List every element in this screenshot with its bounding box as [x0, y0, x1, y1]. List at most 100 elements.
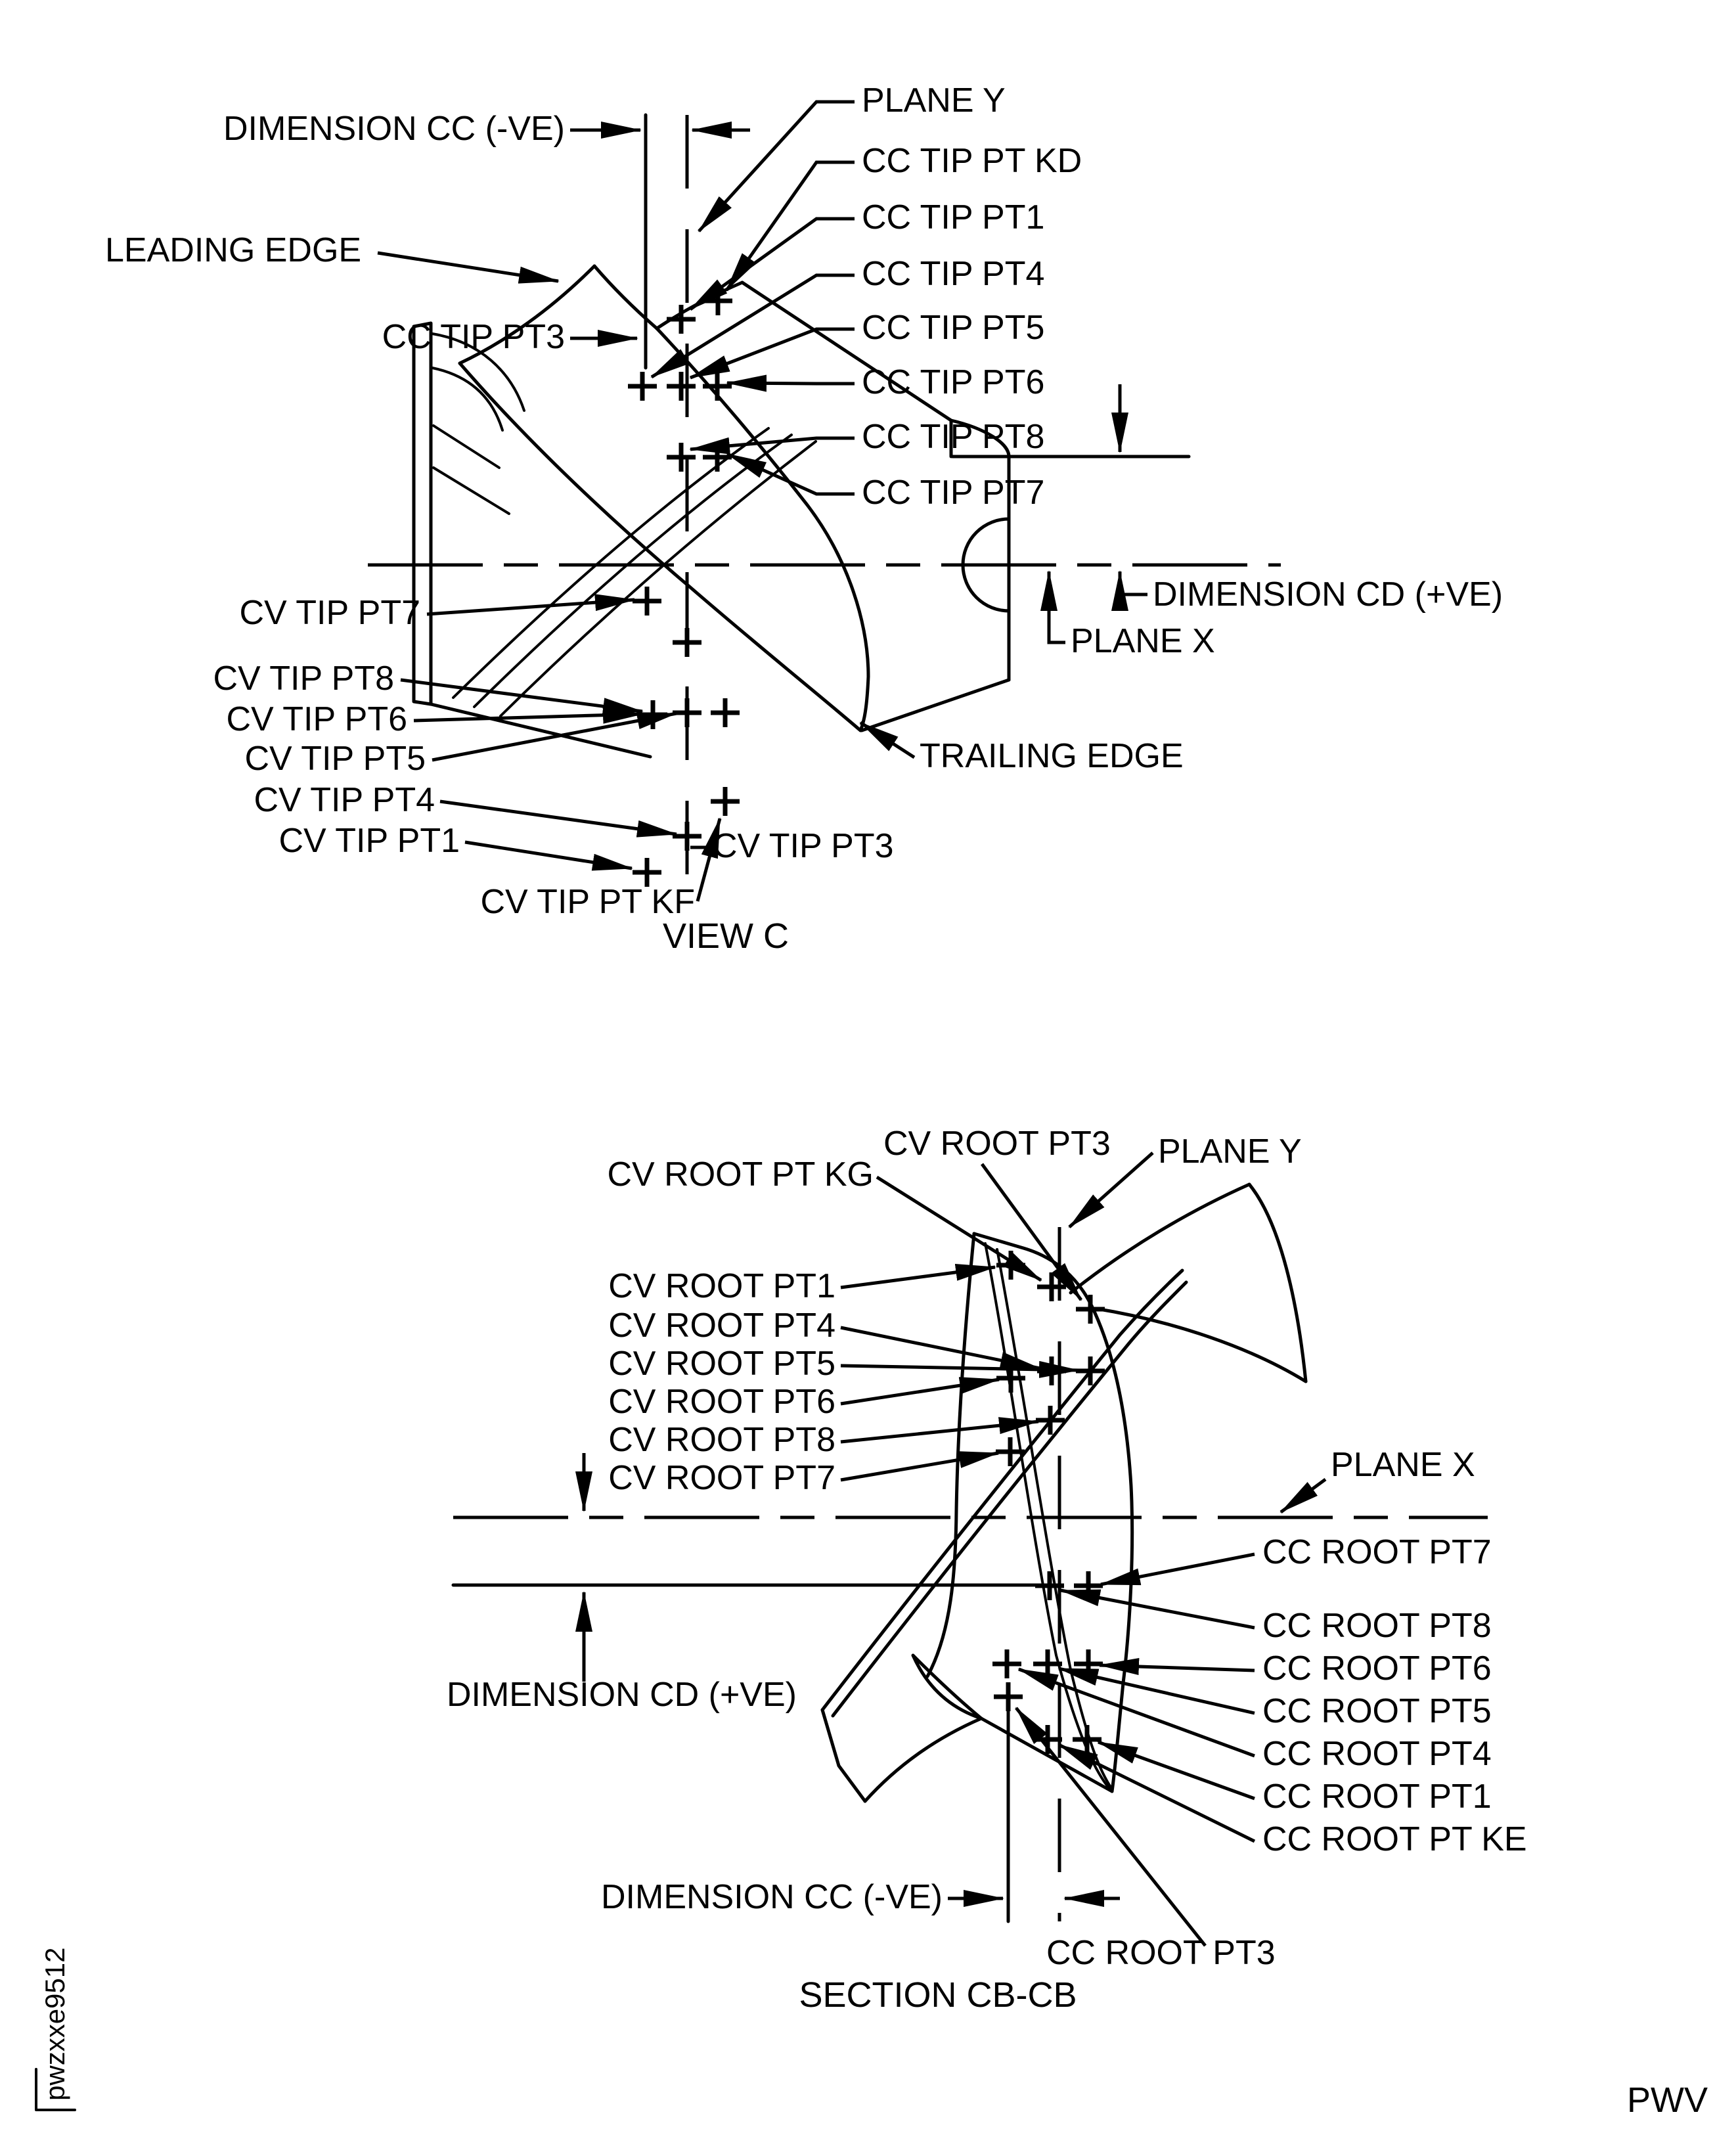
label-cv-root-pt8: CV ROOT PT8 — [608, 1421, 835, 1459]
label-cc-tip-pt-kd: CC TIP PT KD — [862, 142, 1082, 180]
leader-cv-tip-pt7 — [426, 594, 636, 616]
label-cv-root-pt6: CV ROOT PT6 — [608, 1383, 835, 1421]
label-plane-y: PLANE Y — [1158, 1132, 1302, 1171]
leader-cv-tip-pt8 — [400, 678, 644, 715]
label-cv-tip-pt-kf: CV TIP PT KF — [480, 883, 695, 921]
leader-cc-tip-pt7 — [726, 452, 855, 496]
leader-cc-root-pt1 — [1097, 1740, 1255, 1801]
blade-tip-outline — [452, 264, 870, 732]
point-marker-cv-root-pt3 — [1076, 1295, 1105, 1324]
leader-cv-tip-pt-kf — [696, 817, 722, 902]
leader-cc-tip-pt-kd — [724, 160, 855, 292]
label-cv-tip-pt8: CV TIP PT8 — [213, 660, 394, 698]
label-cc-tip-pt4: CC TIP PT4 — [862, 255, 1044, 293]
leader-cc-root-pt8 — [1059, 1588, 1255, 1630]
label-cc-tip-pt6: CC TIP PT6 — [862, 363, 1044, 401]
leader-cv-tip-pt4 — [439, 799, 678, 838]
label-cc-root-pt4: CC ROOT PT4 — [1262, 1735, 1492, 1773]
dimension-cd-arrow-up — [1111, 570, 1147, 611]
label-cv-root-pt1: CV ROOT PT1 — [608, 1267, 835, 1305]
label-cv-tip-pt4: CV TIP PT4 — [254, 781, 435, 819]
point-marker-cv-tip-pt7 — [633, 587, 661, 616]
point-marker-cv-root-pt-kg — [1037, 1272, 1066, 1301]
point-marker-cv-tip-pt-kf — [711, 787, 740, 816]
leader-cc-root-pt5 — [1057, 1667, 1255, 1715]
label-cc-tip-pt3: CC TIP PT3 — [382, 318, 565, 356]
label-cc-root-pt6: CC ROOT PT6 — [1262, 1649, 1492, 1688]
point-marker-cv-tip-pt-extra — [711, 698, 740, 727]
leader-cv-root-pt5 — [840, 1360, 1080, 1378]
adjacent-blade-outline — [820, 1182, 1308, 1803]
label-cv-tip-pt7: CV TIP PT7 — [239, 594, 420, 632]
leader-cv-tip-pt5 — [432, 711, 678, 762]
label-cv-root-pt7: CV ROOT PT7 — [608, 1459, 835, 1497]
section-cb-cb-title: SECTION CB-CB — [799, 1975, 1077, 2015]
point-marker-cv-root-pt7 — [996, 1437, 1025, 1466]
leader-leading-edge — [377, 251, 560, 284]
leader-plane-y — [1068, 1152, 1154, 1228]
leader-cv-tip-pt6 — [413, 706, 644, 724]
point-marker-cc-tip-pt1 — [667, 305, 696, 334]
label-plane-y: PLANE Y — [862, 81, 1006, 120]
leader-cc-tip-pt4 — [650, 273, 855, 379]
point-marker-cv-root-pt8 — [1036, 1406, 1065, 1435]
leader-cc-root-pt7 — [1100, 1552, 1255, 1586]
label-cv-tip-pt6: CV TIP PT6 — [226, 700, 407, 738]
point-marker-cv-root-pt5 — [1076, 1356, 1105, 1385]
label-cc-tip-pt8: CC TIP PT8 — [862, 418, 1044, 456]
label-trailing-edge: TRAILING EDGE — [920, 737, 1184, 775]
point-marker-cc-tip-pt4 — [628, 372, 657, 401]
view-c-title: VIEW C — [663, 916, 789, 956]
leader-cc-root-pt3 — [1015, 1707, 1207, 1947]
leader-plane-y — [698, 100, 855, 233]
label-cc-tip-pt7: CC TIP PT7 — [862, 474, 1044, 512]
leader-cc-tip-pt8 — [689, 436, 855, 455]
leader-cv-root-pt6 — [840, 1377, 1000, 1406]
leader-plane-x — [1280, 1477, 1327, 1514]
point-marker-cc-root-pt4 — [992, 1649, 1021, 1678]
view-c: DIMENSION CC (-VE) CC TIP PT3 LEADING ED… — [105, 81, 1503, 956]
label-plane-x: PLANE X — [1071, 622, 1215, 660]
label-dimension-cc: DIMENSION CC (-VE) — [223, 110, 565, 148]
point-marker-cc-root-pt1 — [1073, 1725, 1102, 1754]
leader-trailing-edge — [859, 721, 916, 759]
label-dimension-cc: DIMENSION CC (-VE) — [601, 1878, 943, 1916]
leader-cc-root-pt4 — [1017, 1667, 1255, 1758]
point-marker-cv-tip-pt8 — [673, 628, 701, 657]
label-cv-tip-pt5: CV TIP PT5 — [244, 740, 426, 778]
label-cv-tip-pt1: CV TIP PT1 — [278, 822, 460, 860]
label-cc-root-pt1: CC ROOT PT1 — [1262, 1778, 1492, 1816]
cc-tip-point-markers — [628, 286, 732, 472]
leader-cv-root-pt3 — [980, 1163, 1083, 1301]
label-cv-tip-pt3: CV TIP PT3 — [713, 827, 894, 865]
point-marker-cv-tip-pt5 — [673, 698, 701, 727]
leader-cv-tip-pt1 — [464, 840, 633, 871]
sheet-code: PWV — [1627, 2080, 1708, 2120]
plane-x-leader — [1040, 570, 1065, 644]
label-cv-root-pt5: CV ROOT PT5 — [608, 1345, 835, 1383]
point-marker-cv-tip-pt1 — [633, 858, 661, 887]
leader-cv-root-pt7 — [840, 1451, 1000, 1482]
label-cc-root-pt-ke: CC ROOT PT KE — [1262, 1820, 1527, 1858]
sheet-annotations: pwzxxe9512 PWV — [35, 1948, 1708, 2120]
leader-cc-tip-pt5 — [689, 327, 855, 380]
point-marker-cc-root-pt8 — [1035, 1571, 1064, 1600]
label-leading-edge: LEADING EDGE — [105, 231, 361, 269]
label-cc-root-pt5: CC ROOT PT5 — [1262, 1692, 1492, 1730]
point-marker-cc-tip-pt8 — [667, 443, 696, 472]
leader-cv-root-pt8 — [840, 1417, 1040, 1444]
blade-root-section-outline — [911, 1232, 1134, 1793]
label-cc-root-pt7: CC ROOT PT7 — [1262, 1533, 1492, 1571]
label-cc-root-pt8: CC ROOT PT8 — [1262, 1607, 1492, 1645]
drawing-code: pwzxxe9512 — [39, 1948, 70, 2101]
point-marker-cc-root-pt5 — [1033, 1649, 1062, 1678]
hub-outline — [412, 321, 652, 759]
cv-root-point-markers — [996, 1251, 1105, 1466]
leader-cc-root-pt-ke — [1057, 1743, 1256, 1843]
leader-cv-root-pt-kg — [876, 1175, 1042, 1282]
section-cb-cb: CV ROOT PT KG CV ROOT PT3 PLANE Y CV ROO… — [447, 1125, 1527, 2015]
label-cc-root-pt3: CC ROOT PT3 — [1046, 1934, 1276, 1972]
label-plane-x: PLANE X — [1331, 1446, 1475, 1484]
